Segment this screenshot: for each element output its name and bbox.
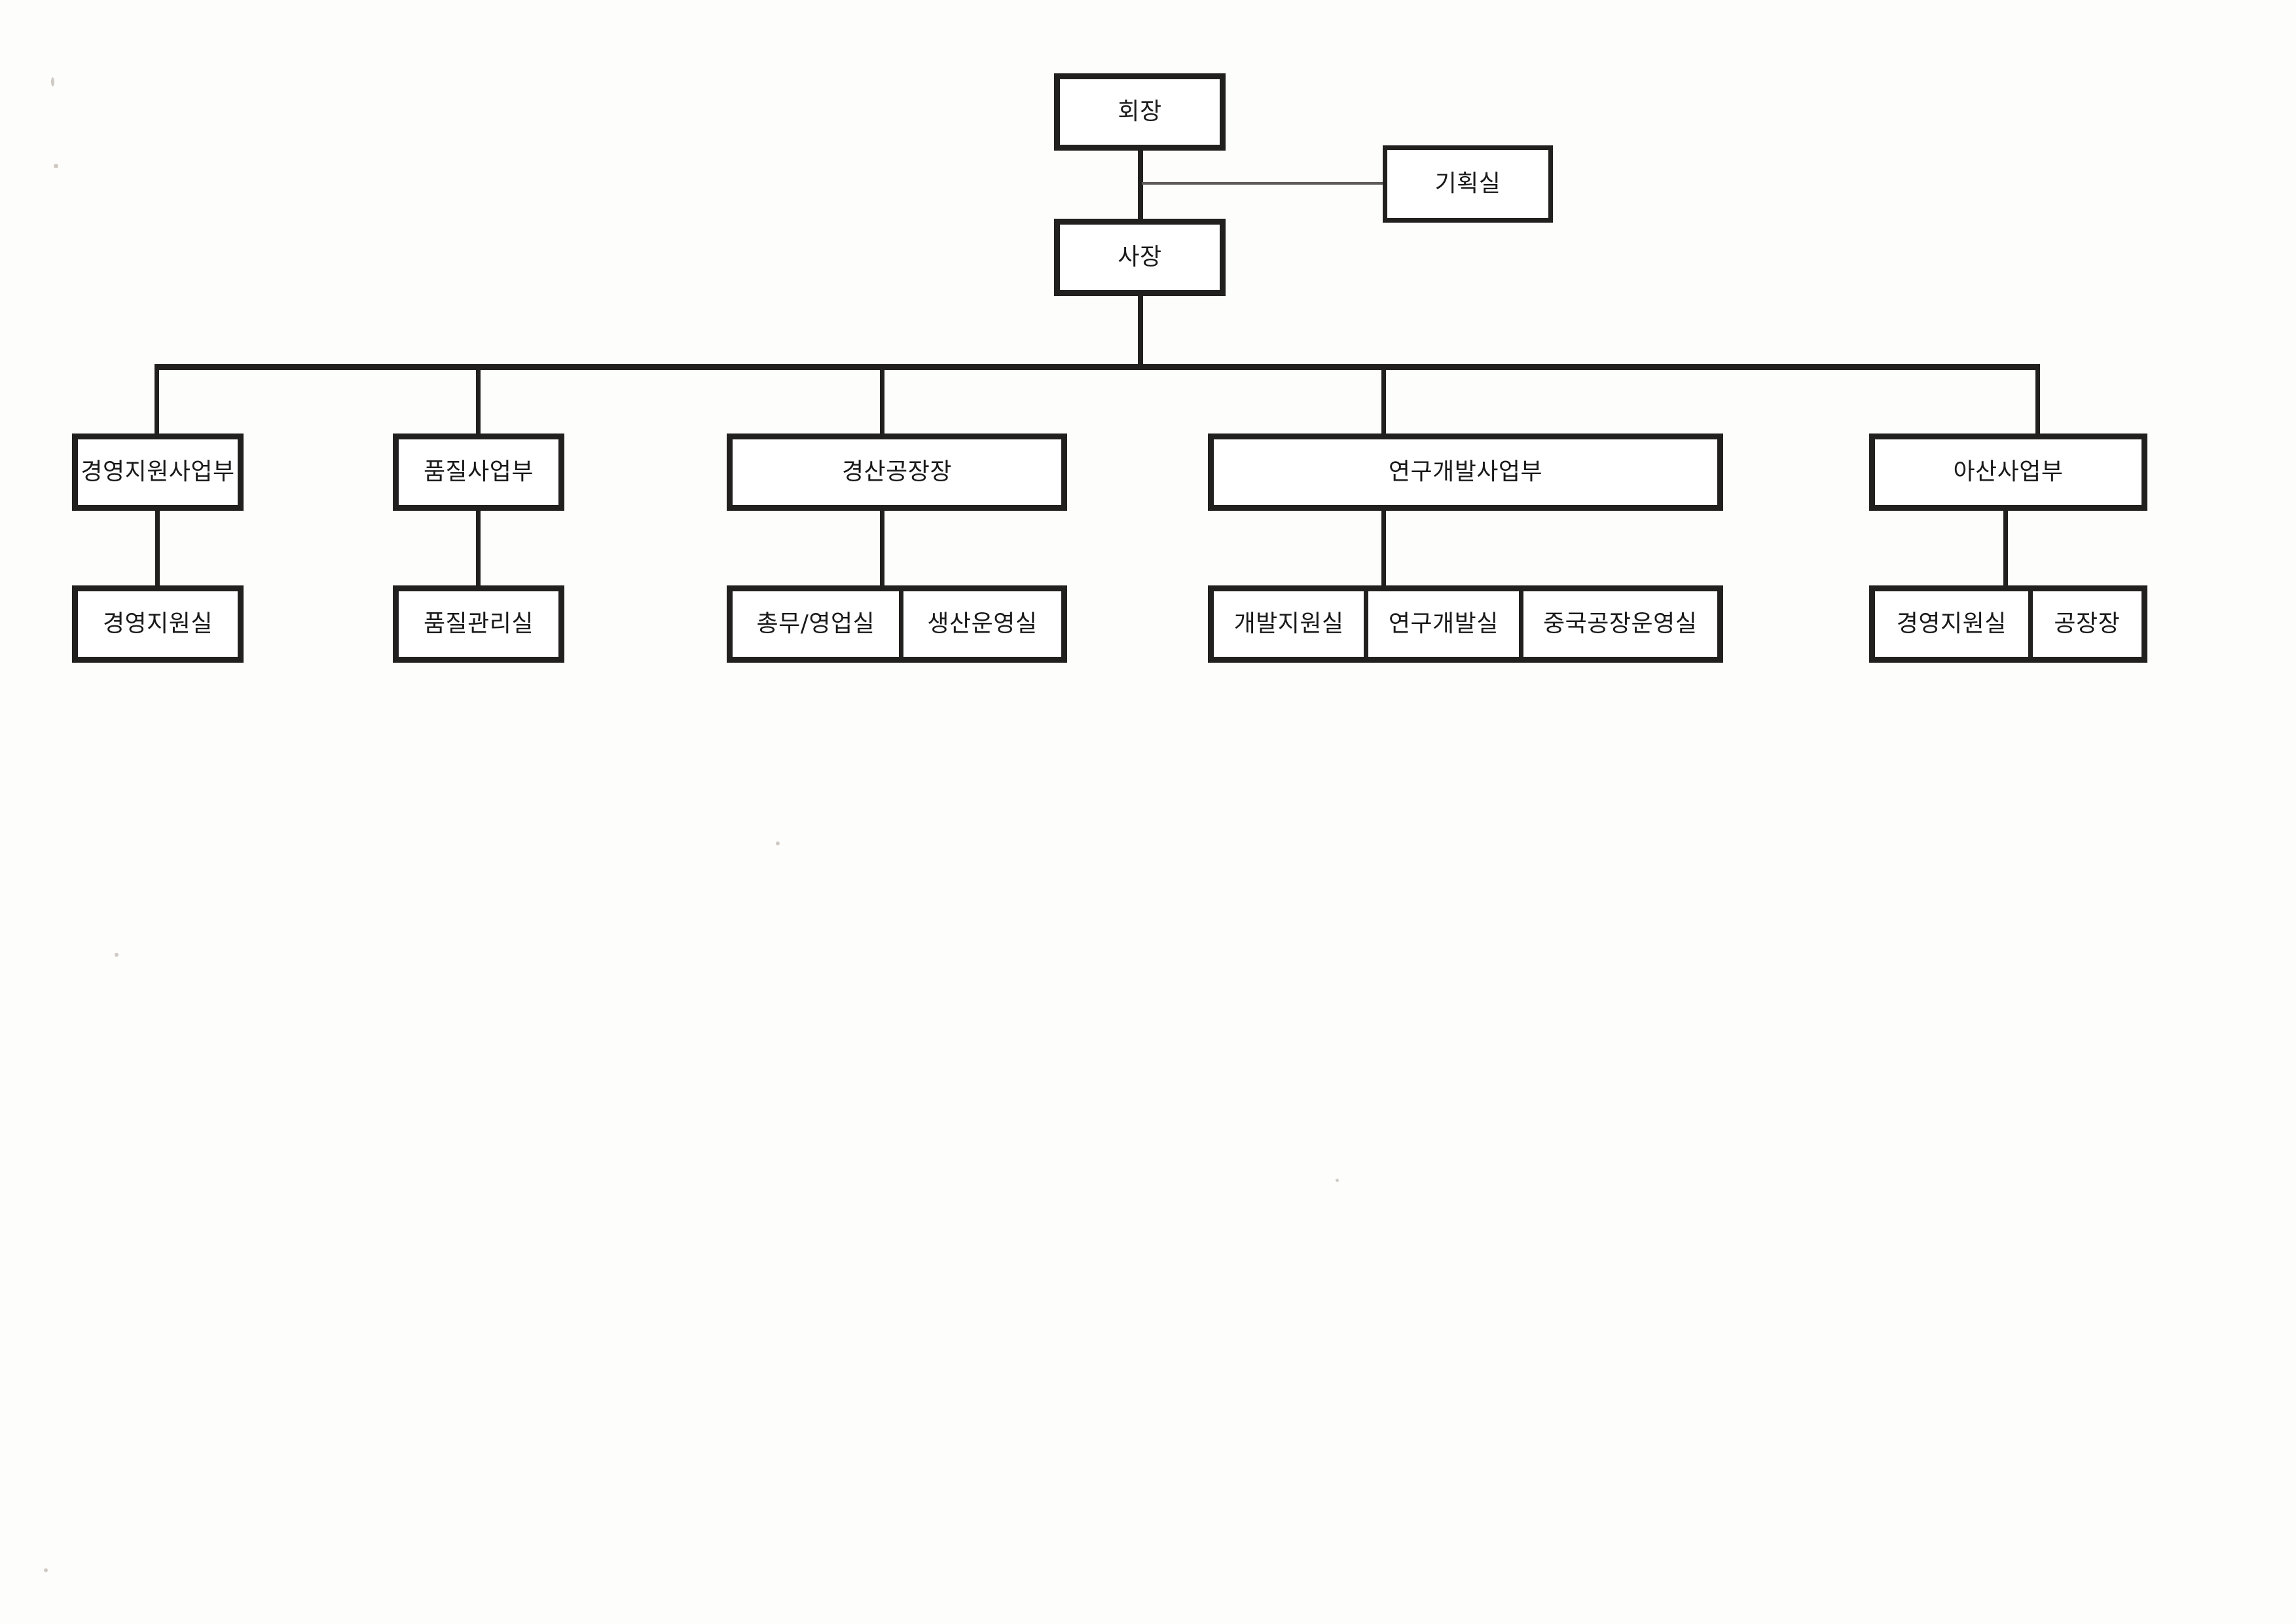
node-asan-plant-manager[interactable]: 공장장 (2033, 591, 2141, 657)
node-mgmt-support-div[interactable]: 경영지원사업부 (72, 434, 244, 511)
node-asan-mgmt-support-office-label: 경영지원실 (1896, 610, 2007, 638)
group-rnd-div-offices: 개발지원실 연구개발실 중국공장운영실 (1208, 585, 1723, 663)
scan-speck (1336, 1179, 1339, 1182)
node-quality-control-office-label: 품질관리실 (423, 610, 534, 638)
node-gyeongsan-plant[interactable]: 경산공장장 (727, 434, 1067, 511)
node-chairman[interactable]: 회장 (1054, 73, 1226, 151)
node-production-ops-office-label: 생산운영실 (927, 610, 1038, 638)
edge-mgmt-support-div-to-office (155, 509, 160, 588)
node-china-plant-ops-office-label: 중국공장운영실 (1543, 610, 1698, 638)
node-production-ops-office[interactable]: 생산운영실 (903, 591, 1061, 657)
edge-quality-div-to-office (476, 509, 481, 588)
node-planning-office[interactable]: 기획실 (1383, 145, 1553, 223)
node-rnd-div-label: 연구개발사업부 (1388, 458, 1543, 486)
node-president-label: 사장 (1118, 244, 1162, 271)
node-asan-plant-manager-label: 공장장 (2054, 610, 2121, 638)
edge-rnd-div-to-offices (1381, 509, 1386, 588)
node-quality-control-office[interactable]: 품질관리실 (393, 585, 564, 663)
node-quality-div-label: 품질사업부 (423, 458, 534, 486)
node-rnd-office[interactable]: 연구개발실 (1368, 591, 1523, 657)
node-asan-div-label: 아산사업부 (1953, 458, 2064, 486)
node-china-plant-ops-office[interactable]: 중국공장운영실 (1523, 591, 1717, 657)
scan-speck (44, 1568, 48, 1572)
edge-asan-div-to-offices (2003, 509, 2008, 588)
scan-speck (776, 841, 780, 845)
node-general-sales-office-label: 총무/영업실 (756, 610, 875, 638)
division-bus-line (155, 364, 2040, 370)
node-mgmt-support-office-label: 경영지원실 (102, 610, 213, 638)
scan-speck (51, 77, 54, 86)
node-asan-mgmt-support-office[interactable]: 경영지원실 (1875, 591, 2033, 657)
node-planning-office-label: 기획실 (1434, 170, 1501, 198)
edge-bus-to-rnd-div (1381, 364, 1386, 436)
node-asan-div[interactable]: 아산사업부 (1869, 434, 2147, 511)
node-rnd-div[interactable]: 연구개발사업부 (1208, 434, 1723, 511)
edge-chairman-president (1138, 149, 1143, 221)
node-president[interactable]: 사장 (1054, 219, 1226, 296)
node-dev-support-office[interactable]: 개발지원실 (1214, 591, 1369, 657)
node-general-sales-office[interactable]: 총무/영업실 (733, 591, 903, 657)
node-gyeongsan-plant-label: 경산공장장 (841, 458, 953, 486)
node-mgmt-support-office[interactable]: 경영지원실 (72, 585, 244, 663)
scan-speck (115, 953, 118, 957)
edge-bus-to-asan-div (2035, 364, 2040, 436)
group-gyeongsan-plant-offices: 총무/영업실 생산운영실 (727, 585, 1067, 663)
node-quality-div[interactable]: 품질사업부 (393, 434, 564, 511)
node-chairman-label: 회장 (1118, 98, 1162, 126)
edge-bus-to-quality-div (476, 364, 481, 436)
edge-president-to-bus (1138, 295, 1143, 368)
node-rnd-office-label: 연구개발실 (1388, 610, 1499, 638)
edge-bus-to-gyeongsan-plant (880, 364, 884, 436)
node-dev-support-office-label: 개발지원실 (1233, 610, 1344, 638)
scan-speck (54, 164, 58, 168)
edge-bus-to-mgmt-support-div (155, 364, 159, 436)
edge-chairman-planning-office (1142, 182, 1385, 185)
edge-gyeongsan-plant-to-offices (880, 509, 884, 588)
group-asan-div-offices: 경영지원실 공장장 (1869, 585, 2147, 663)
node-mgmt-support-div-label: 경영지원사업부 (81, 458, 235, 486)
